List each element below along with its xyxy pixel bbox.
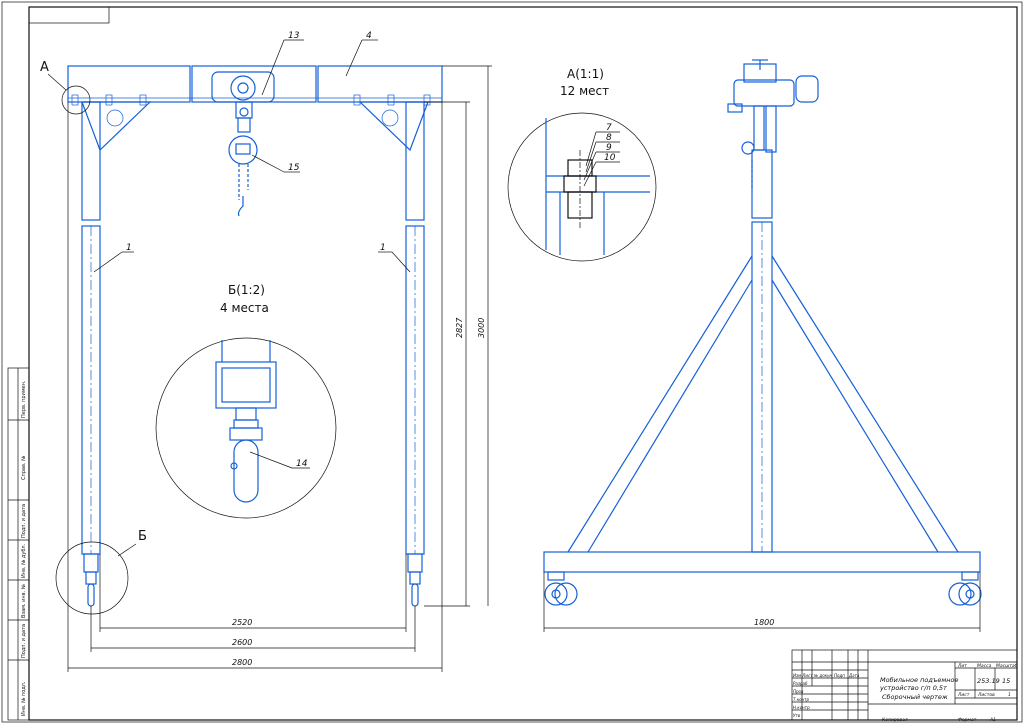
callout-15: 15 — [288, 163, 300, 173]
dim-2827: 2827 — [455, 317, 464, 338]
callout-7: 7 — [606, 123, 612, 133]
tb-sheets: Листов — [977, 692, 995, 698]
strip-label-5: Подп. и дата — [21, 624, 27, 658]
detail-b-view: Б(1:2) 4 места 14 — [155, 283, 337, 519]
tb-role-0: Разраб — [793, 681, 808, 686]
callout-13: 13 — [288, 31, 300, 41]
dim-2520: 2520 — [232, 618, 252, 627]
detail-a-view: А(1:1) 12 мест 7 8 9 10 — [507, 67, 657, 262]
dim-1800: 1800 — [754, 618, 774, 627]
strip-label-0: Перв. примен. — [21, 380, 27, 418]
tb-copied: Копировал — [882, 717, 908, 723]
tb-name-line2: устройство г/п 0,5т — [879, 684, 947, 692]
tb-format: Формат — [958, 717, 977, 723]
callout-8: 8 — [606, 133, 612, 143]
tb-col-lit: Лит — [957, 663, 967, 669]
callout-9: 9 — [606, 143, 612, 153]
left-strip: Перв. примен. Справ. № Подп. и дата Инв.… — [7, 367, 30, 721]
dim-2600: 2600 — [232, 638, 252, 647]
tb-sheet: Лист — [957, 692, 970, 698]
tb-role-1: Пров — [793, 689, 804, 694]
dim-3000: 3000 — [477, 318, 486, 338]
top-left-box — [28, 6, 110, 24]
detail-a-marker — [61, 85, 91, 115]
tb-row-doc: № докум — [813, 673, 832, 678]
strip-label-3: Инв. № дубл. — [21, 543, 27, 578]
tb-format-val: А1 — [989, 717, 996, 723]
tb-role-4: Утв — [793, 713, 801, 718]
callout-4: 4 — [366, 31, 372, 41]
beam-right — [317, 65, 443, 103]
callout-10: 10 — [604, 153, 616, 163]
front-view — [55, 65, 443, 615]
callout-1-left: 1 — [126, 243, 132, 253]
strip-label-6: Инв. № подл. — [21, 681, 27, 716]
strip-label-2: Подп. и дата — [21, 504, 27, 538]
tb-name-line3: Сборочный чертеж — [882, 693, 948, 701]
tb-role-3: Н.контр — [793, 705, 810, 710]
beam-left — [67, 65, 191, 103]
detail-b-marker — [55, 541, 129, 615]
side-view: 1800 — [543, 59, 982, 632]
detail-a-letter: А — [40, 60, 49, 75]
inner-frame — [28, 6, 1018, 721]
strip-label-1: Справ. № — [21, 455, 27, 480]
dim-2800: 2800 — [232, 658, 252, 667]
tb-row-podp: Подп — [834, 673, 845, 678]
strip-label-4: Взам. инв. № — [21, 583, 27, 618]
tb-designation: 253.19 — [977, 677, 1000, 685]
front-view-dimensions — [67, 65, 492, 672]
front-view-labels: А Б 13 4 15 1 1 — [40, 31, 411, 557]
tb-col-scale: Масштаб — [996, 663, 1018, 669]
tb-col-mass: Масса — [977, 663, 992, 669]
tb-role-2: Т.контр — [793, 697, 810, 702]
detail-b-letter: Б — [138, 529, 147, 544]
tb-row-data: Дата — [848, 673, 860, 678]
tb-scale: 15 — [1002, 677, 1010, 685]
detail-a-title: А(1:1) — [567, 67, 604, 81]
tb-row-izm: Изм Лист — [793, 673, 813, 678]
callout-1-right: 1 — [380, 243, 386, 253]
detail-a-count: 12 мест — [560, 84, 609, 98]
detail-b-count: 4 места — [220, 301, 269, 315]
title-block: Мобильное подъемное устройство г/п 0,5т … — [791, 649, 1018, 723]
callout-14: 14 — [296, 459, 308, 469]
tb-name-line1: Мобильное подъемное — [880, 676, 959, 684]
tb-sheets-count: 1 — [1008, 692, 1011, 698]
detail-b-title: Б(1:2) — [228, 283, 265, 297]
